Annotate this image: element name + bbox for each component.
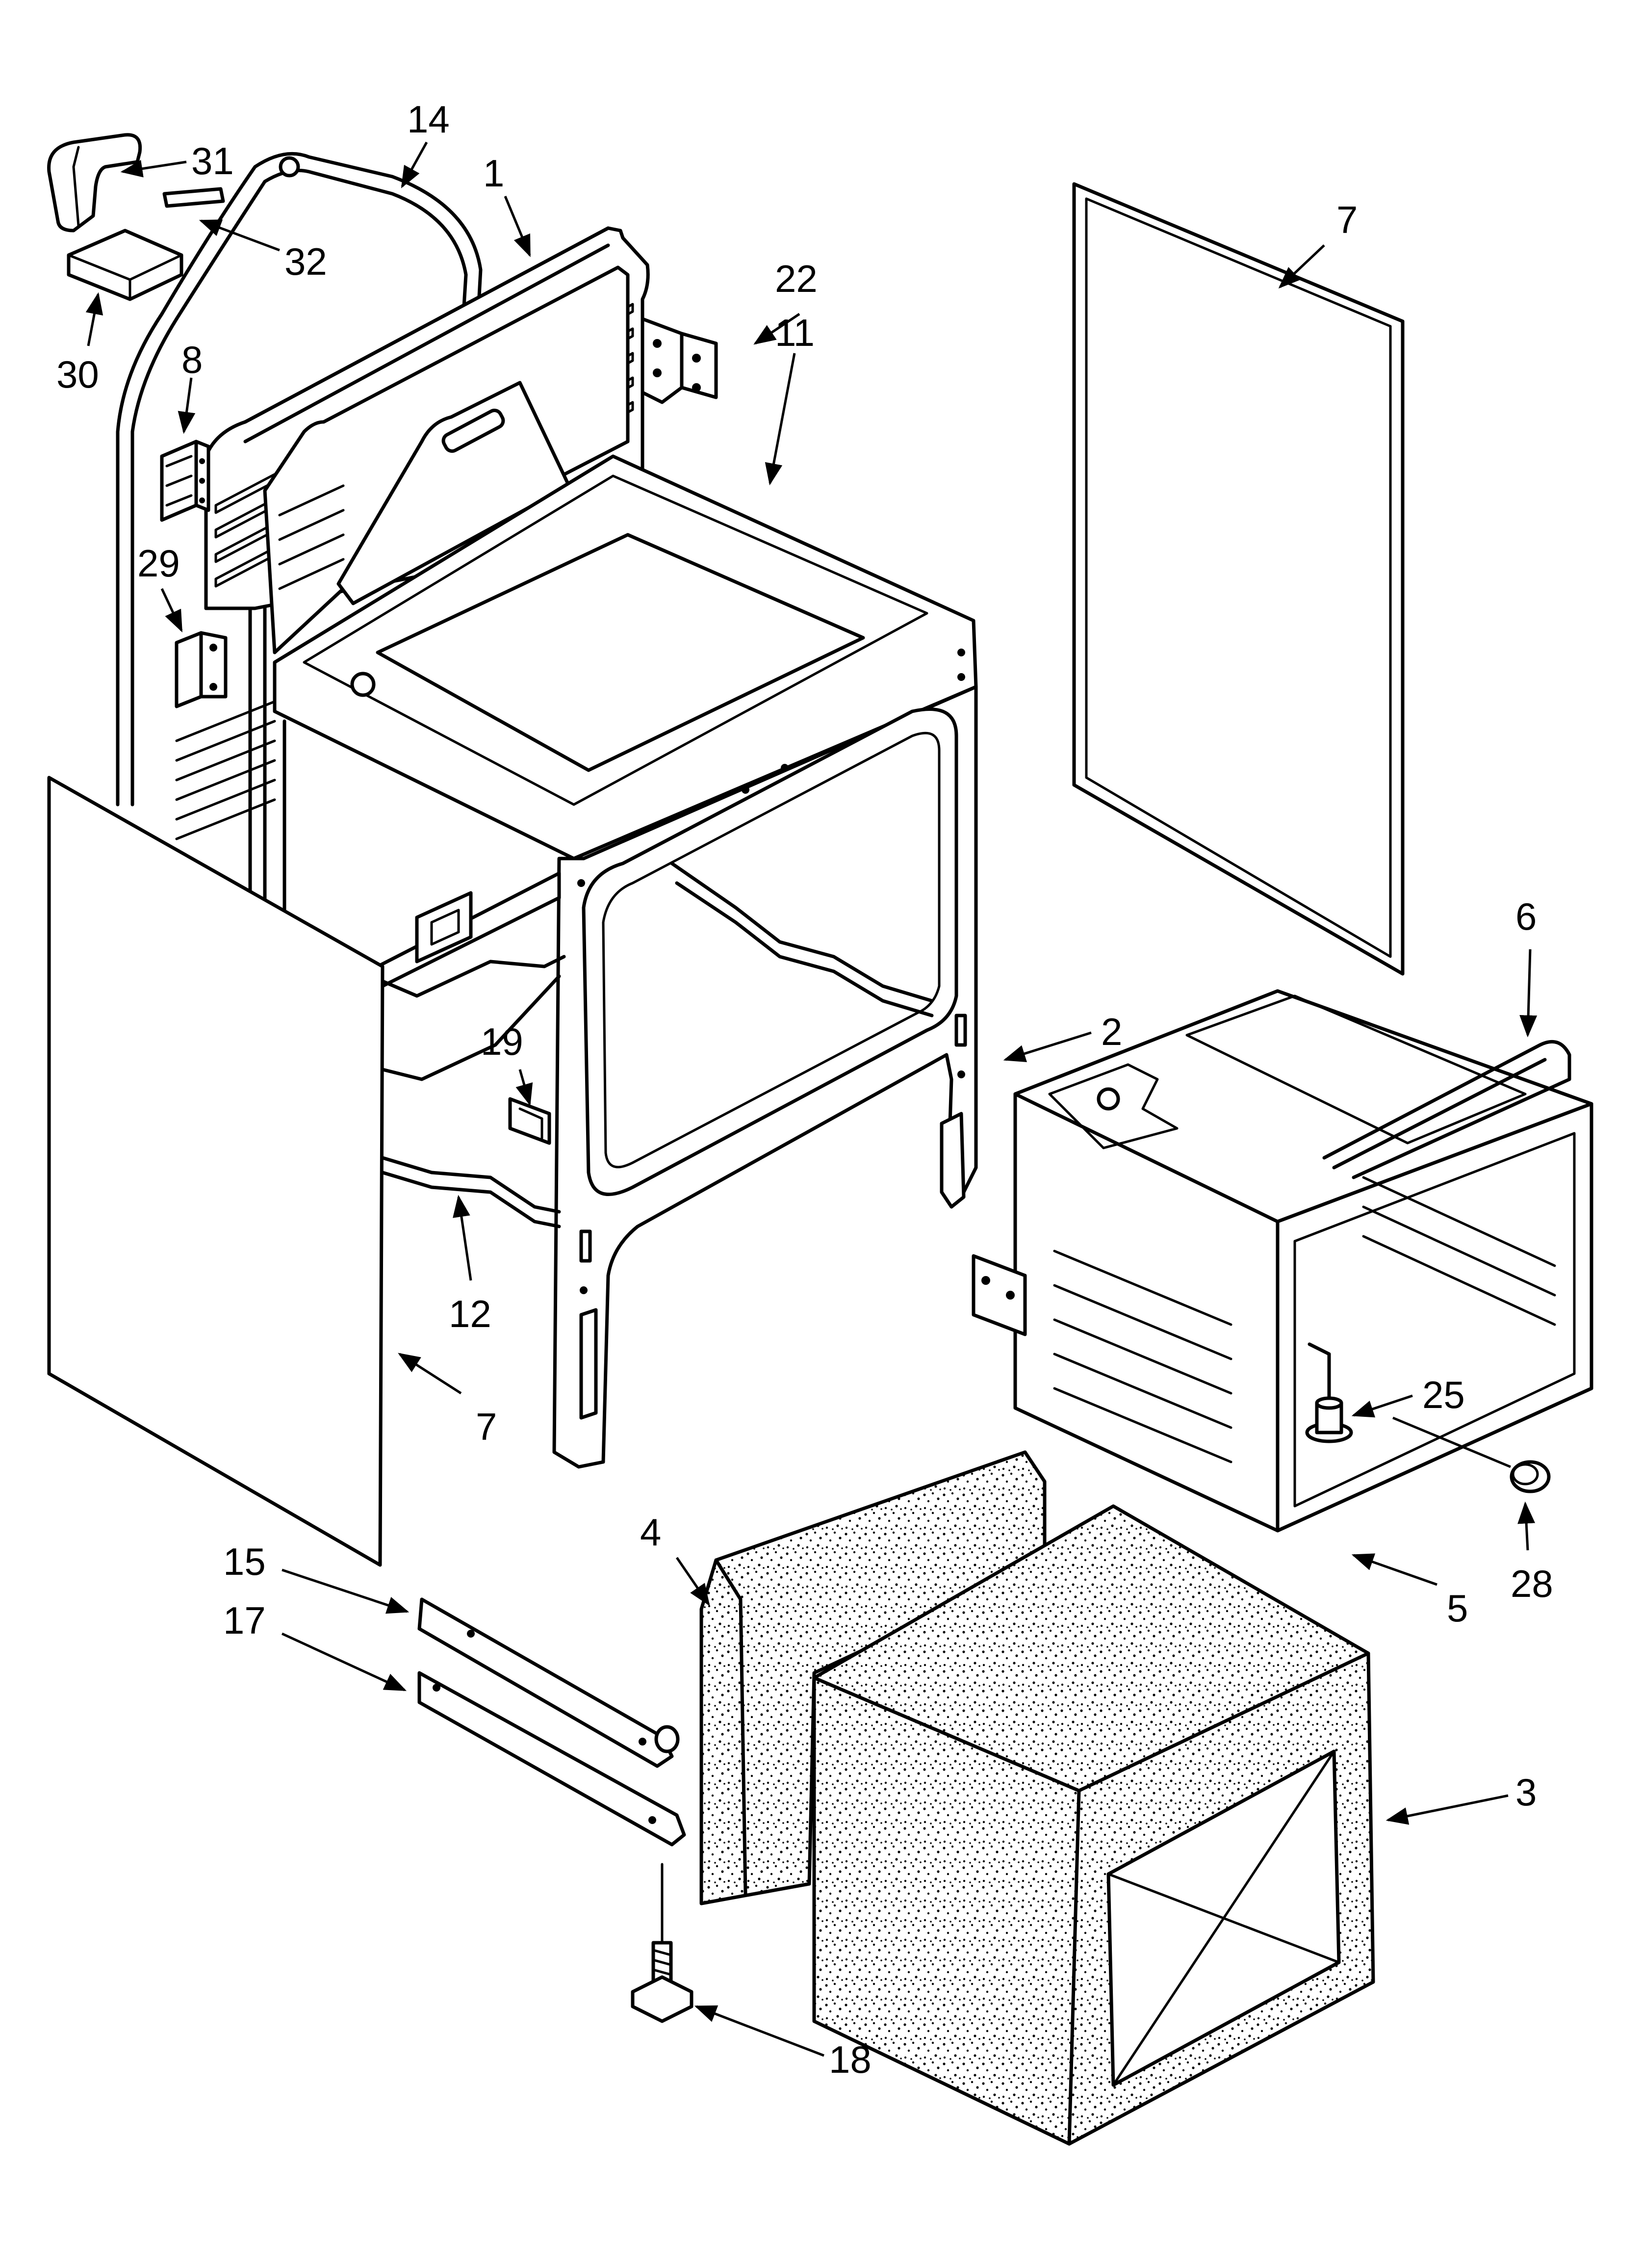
callout-17: 17 [223, 1599, 266, 1642]
part-8-terminal-block [160, 440, 210, 522]
part-7-side-panel-left [47, 776, 385, 1567]
part-7-side-panel-right [1072, 182, 1405, 976]
part-31-lock-cover [47, 133, 142, 233]
callout-2: 2 [1101, 1010, 1122, 1053]
callout-18: 18 [829, 2038, 872, 2081]
callout-32: 32 [284, 240, 327, 283]
part-25-sensor [1305, 1342, 1353, 1443]
part-22-hinge-bracket [641, 317, 718, 404]
callout-22: 22 [775, 257, 818, 300]
part-11-rear-shield [263, 265, 630, 654]
part-6-bake-element [1322, 1040, 1571, 1179]
callout-28: 28 [1511, 1562, 1553, 1605]
callout-15: 15 [223, 1540, 266, 1583]
part-18-leveling-leg [631, 1863, 693, 2023]
part-17-slide-rail [417, 1671, 686, 1847]
part-30-insulation-block [67, 229, 183, 301]
callout-19: 19 [481, 1020, 523, 1063]
callout-30: 30 [56, 353, 99, 396]
part-3-insulation-box [812, 1504, 1375, 2146]
part-32-strip [162, 187, 225, 208]
part-15-slide-rail [417, 1597, 680, 1768]
part-2-main-frame [263, 454, 978, 1469]
callout-7-right: 7 [1336, 198, 1358, 241]
part-28-plug [1510, 1460, 1551, 1493]
callout-25: 25 [1422, 1373, 1465, 1416]
callout-1: 1 [483, 152, 504, 195]
callout-31: 31 [191, 139, 234, 182]
callout-4: 4 [640, 1511, 661, 1554]
callout-5: 5 [1447, 1587, 1468, 1630]
leader-lines [85, 141, 1538, 2057]
callout-11: 11 [775, 311, 815, 354]
callout-7-left: 7 [476, 1405, 497, 1448]
callout-labels: 1 2 3 4 5 6 7 7 8 11 12 14 15 17 18 19 2… [56, 98, 1553, 2081]
callout-3: 3 [1515, 1771, 1537, 1814]
callout-14: 14 [407, 98, 450, 141]
part-5-oven-cavity [972, 989, 1593, 1533]
part-19-clip [508, 1097, 551, 1145]
callout-8: 8 [181, 338, 203, 381]
callout-12: 12 [449, 1292, 491, 1335]
part-29-bracket [175, 631, 228, 708]
callout-6: 6 [1515, 895, 1537, 938]
callout-29: 29 [137, 542, 180, 585]
